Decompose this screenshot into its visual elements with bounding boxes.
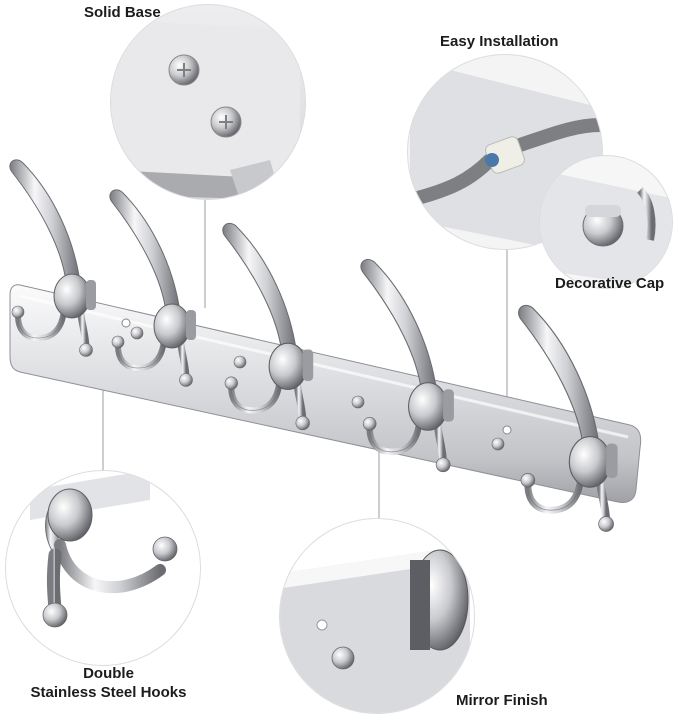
detail-double-hooks [5, 470, 201, 666]
mounting-plate [9, 284, 642, 503]
callout-mirror-finish: Mirror Finish [456, 692, 548, 709]
callout-double-hooks-line2: Stainless Steel Hooks [30, 684, 187, 701]
callout-double-hooks-line1: Double [83, 665, 134, 682]
detail-decorative-cap [539, 155, 673, 289]
callout-easy-installation: Easy Installation [440, 33, 559, 50]
callout-decorative-cap: Decorative Cap [555, 275, 665, 292]
detail-solid-base [110, 4, 306, 200]
detail-mirror-finish [279, 518, 475, 714]
callout-solid-base: Solid Base [84, 4, 161, 21]
callout-double-hooks: Double Stainless Steel Hooks [16, 664, 201, 702]
